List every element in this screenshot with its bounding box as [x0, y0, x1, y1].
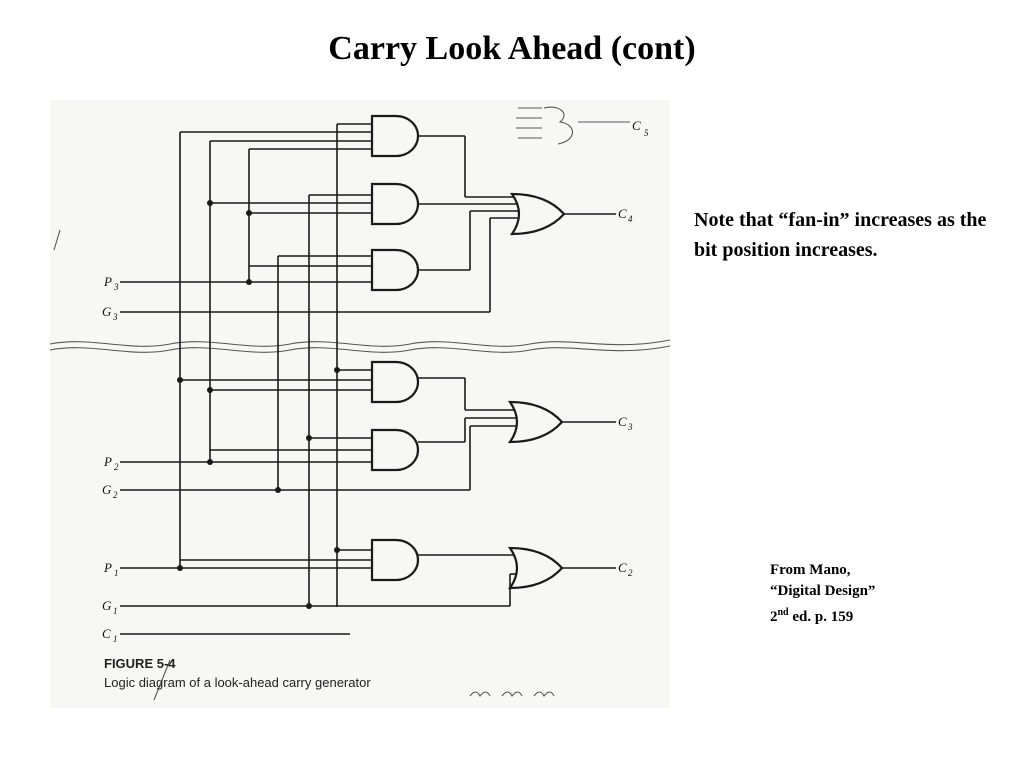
fan-in-note: Note that “fan-in” increases as the bit … [694, 209, 987, 261]
output-labels: C 4 C 3 C 2 [618, 206, 633, 578]
source-edition-number: 2 [770, 609, 778, 625]
label-c4-sub: 4 [628, 214, 633, 224]
label-p2-sub: 2 [114, 462, 119, 472]
figure-label: FIGURE 5-4 [104, 656, 176, 671]
and-gate-c3-1 [370, 360, 420, 404]
label-p1-sub: 1 [114, 568, 119, 578]
source-line-3: 2nd ed. p. 159 [770, 602, 970, 628]
and-gate-c4-1 [370, 114, 420, 158]
and-to-or-wires [418, 135, 520, 606]
output-lines [562, 213, 616, 569]
or-gate-c2 [507, 546, 564, 590]
source-edition-suffix: nd [777, 607, 789, 618]
label-c1-sub: 1 [113, 634, 118, 644]
label-p2: P [103, 454, 112, 469]
label-c2-sub: 2 [628, 568, 633, 578]
handwritten-c5-note: C 5 [516, 106, 649, 145]
slide-title: Carry Look Ahead (cont) [328, 30, 696, 67]
input-lines [120, 281, 510, 635]
label-p3: P [103, 274, 112, 289]
or-gates [507, 192, 566, 590]
and-inputs-c3 [180, 369, 372, 451]
input-labels: P 3 G 3 P 2 G 2 P 1 G 1 C 1 [102, 274, 119, 644]
and-gate-c4-3 [370, 248, 420, 292]
or-gate-c3 [507, 400, 564, 444]
label-g3-sub: 3 [112, 312, 118, 322]
label-c5-handwritten-sub: 5 [644, 128, 649, 138]
and-gate-c2-1 [370, 538, 420, 582]
page-tear-line [50, 339, 670, 347]
or-gate-c4 [509, 192, 566, 236]
label-g2: G [102, 482, 112, 497]
source-citation: From Mano, “Digital Design” 2nd ed. p. 1… [770, 560, 970, 628]
label-c1: C [102, 626, 111, 641]
source-edition-rest: ed. p. 159 [788, 609, 854, 625]
label-c2: C [618, 560, 627, 575]
and-gate-c3-2 [370, 428, 420, 472]
pencil-marks [53, 229, 555, 701]
label-g2-sub: 2 [113, 490, 118, 500]
label-c4: C [618, 206, 627, 221]
label-g1: G [102, 598, 112, 613]
label-g1-sub: 1 [113, 606, 118, 616]
source-line-2: “Digital Design” [770, 583, 876, 599]
wire-junctions [177, 200, 340, 609]
figure-caption: FIGURE 5-4 Logic diagram of a look-ahead… [104, 656, 371, 690]
and-inputs-c2 [180, 549, 372, 561]
label-c3-sub: 3 [627, 422, 633, 432]
and-gates [370, 114, 420, 582]
label-c5-handwritten: C [632, 118, 641, 133]
label-p1: P [103, 560, 112, 575]
source-line-1: From Mano, [770, 562, 851, 578]
figure-caption-text: Logic diagram of a look-ahead carry gene… [104, 675, 371, 690]
and-gate-c4-2 [370, 182, 420, 226]
label-p3-sub: 3 [113, 282, 119, 292]
label-g3: G [102, 304, 112, 319]
and-inputs-c4 [180, 123, 372, 267]
label-c3: C [618, 414, 627, 429]
look-ahead-carry-logic-diagram: C 5 [50, 106, 670, 701]
